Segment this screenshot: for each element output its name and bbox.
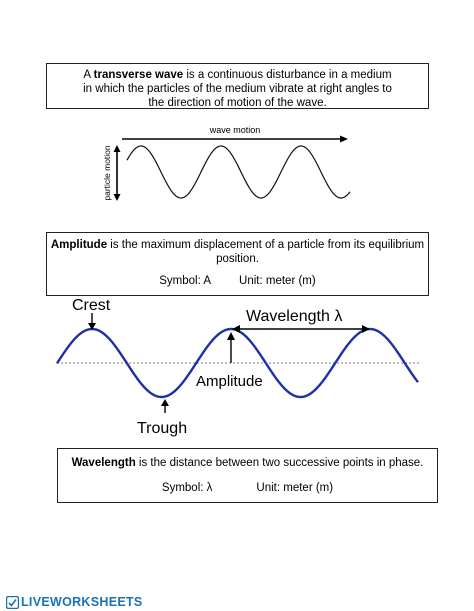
- small-sine-wave: [126, 145, 351, 199]
- term-wavelength: Wavelength: [71, 457, 136, 469]
- transverse-wave-diagram: wave motion particle motion: [102, 125, 351, 201]
- trough-label: Trough: [137, 420, 187, 437]
- wave-anatomy-diagram: Crest Trough Amplitude Wavelength λ: [55, 297, 420, 437]
- amplitude-line-1: Amplitude is the maximum displacement of…: [47, 238, 428, 252]
- definition-line-2: in which the particles of the medium vib…: [83, 83, 392, 95]
- wavelength-arrowhead-left: [232, 325, 240, 333]
- wavelength-symbol-row: Symbol: λ Unit: meter (m): [58, 481, 437, 495]
- liveworksheets-logo-icon: [6, 595, 19, 609]
- trough-arrowhead: [161, 399, 169, 406]
- transverse-wave-definition-box: A transverse wave is a continuous distur…: [46, 63, 429, 109]
- wavelength-text: is the distance between two successive p…: [135, 457, 424, 469]
- term-transverse-wave: transverse wave: [93, 69, 184, 81]
- wave-motion-arrowhead: [340, 135, 348, 143]
- liveworksheets-brand: LIVEWORKSHEETS: [6, 594, 143, 610]
- amplitude-symbol: Symbol: A: [159, 275, 212, 287]
- definition-line-1: A transverse wave is a continuous distur…: [47, 68, 428, 82]
- text-suffix: is a continuous disturbance in a medium: [183, 69, 392, 81]
- particle-motion-label: particle motion: [102, 145, 112, 201]
- wave-motion-label: wave motion: [209, 125, 261, 135]
- term-amplitude: Amplitude: [50, 239, 108, 251]
- amplitude-definition-box: Amplitude is the maximum displacement of…: [46, 232, 429, 296]
- wavelength-line-1: Wavelength is the distance between two s…: [58, 456, 437, 470]
- text-prefix: A: [83, 69, 94, 81]
- amplitude-diagram-label: Amplitude: [196, 373, 263, 390]
- crest-arrowhead: [88, 323, 96, 330]
- particle-motion-arrowhead-up: [113, 145, 121, 152]
- wavelength-arrowhead-right: [362, 325, 370, 333]
- amplitude-arrowhead: [227, 332, 235, 340]
- particle-motion-arrowhead-down: [113, 194, 121, 201]
- crest-label: Crest: [72, 297, 111, 314]
- wavelength-unit: Unit: meter (m): [256, 482, 334, 494]
- wavelength-definition-box: Wavelength is the distance between two s…: [57, 448, 438, 503]
- amplitude-text: is the maximum displacement of a particl…: [107, 239, 425, 251]
- amplitude-unit: Unit: meter (m): [239, 275, 316, 287]
- brand-text: LIVEWORKSHEETS: [21, 595, 143, 609]
- wavelength-label: Wavelength λ: [246, 308, 342, 325]
- amplitude-line-2: position.: [216, 253, 259, 265]
- amplitude-symbol-row: Symbol: A Unit: meter (m): [47, 274, 428, 288]
- wavelength-symbol: Symbol: λ: [161, 482, 213, 494]
- definition-line-3: the direction of motion of the wave.: [148, 97, 327, 109]
